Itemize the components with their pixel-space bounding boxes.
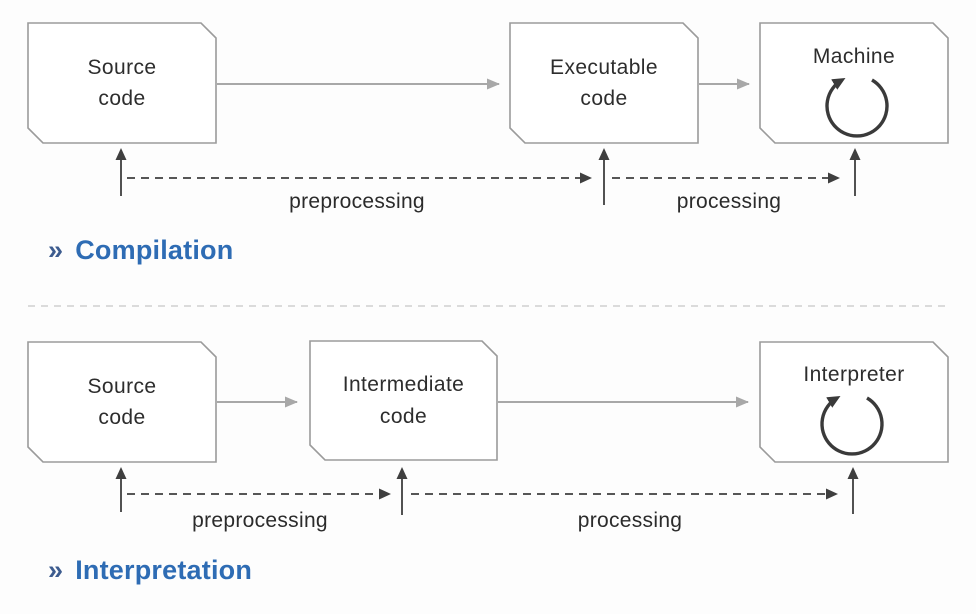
node-source-code-interpretation: [27, 341, 217, 463]
loop-arrow-icon: [820, 395, 884, 456]
section-heading-compilation: » Compilation: [48, 235, 233, 266]
node-machine: [759, 22, 949, 144]
heading-title: Compilation: [75, 235, 234, 265]
heading-title: Interpretation: [75, 555, 253, 585]
stage-label-processing-interpretation: processing: [577, 509, 683, 532]
stage-label-preprocessing-interpretation: preprocessing: [192, 509, 328, 532]
loop-arrow-icon: [825, 77, 889, 138]
heading-chevron-icon: »: [48, 235, 64, 265]
node-executable-code: [509, 22, 699, 144]
node-intermediate-code: [309, 340, 498, 461]
stage-label-processing-compilation: processing: [676, 190, 782, 213]
heading-chevron-icon: »: [48, 555, 64, 585]
node-interpreter: [759, 341, 949, 463]
stage-label-preprocessing-compilation: preprocessing: [289, 190, 425, 213]
section-heading-interpretation: » Interpretation: [48, 555, 252, 586]
node-source-code-compilation: [27, 22, 217, 144]
